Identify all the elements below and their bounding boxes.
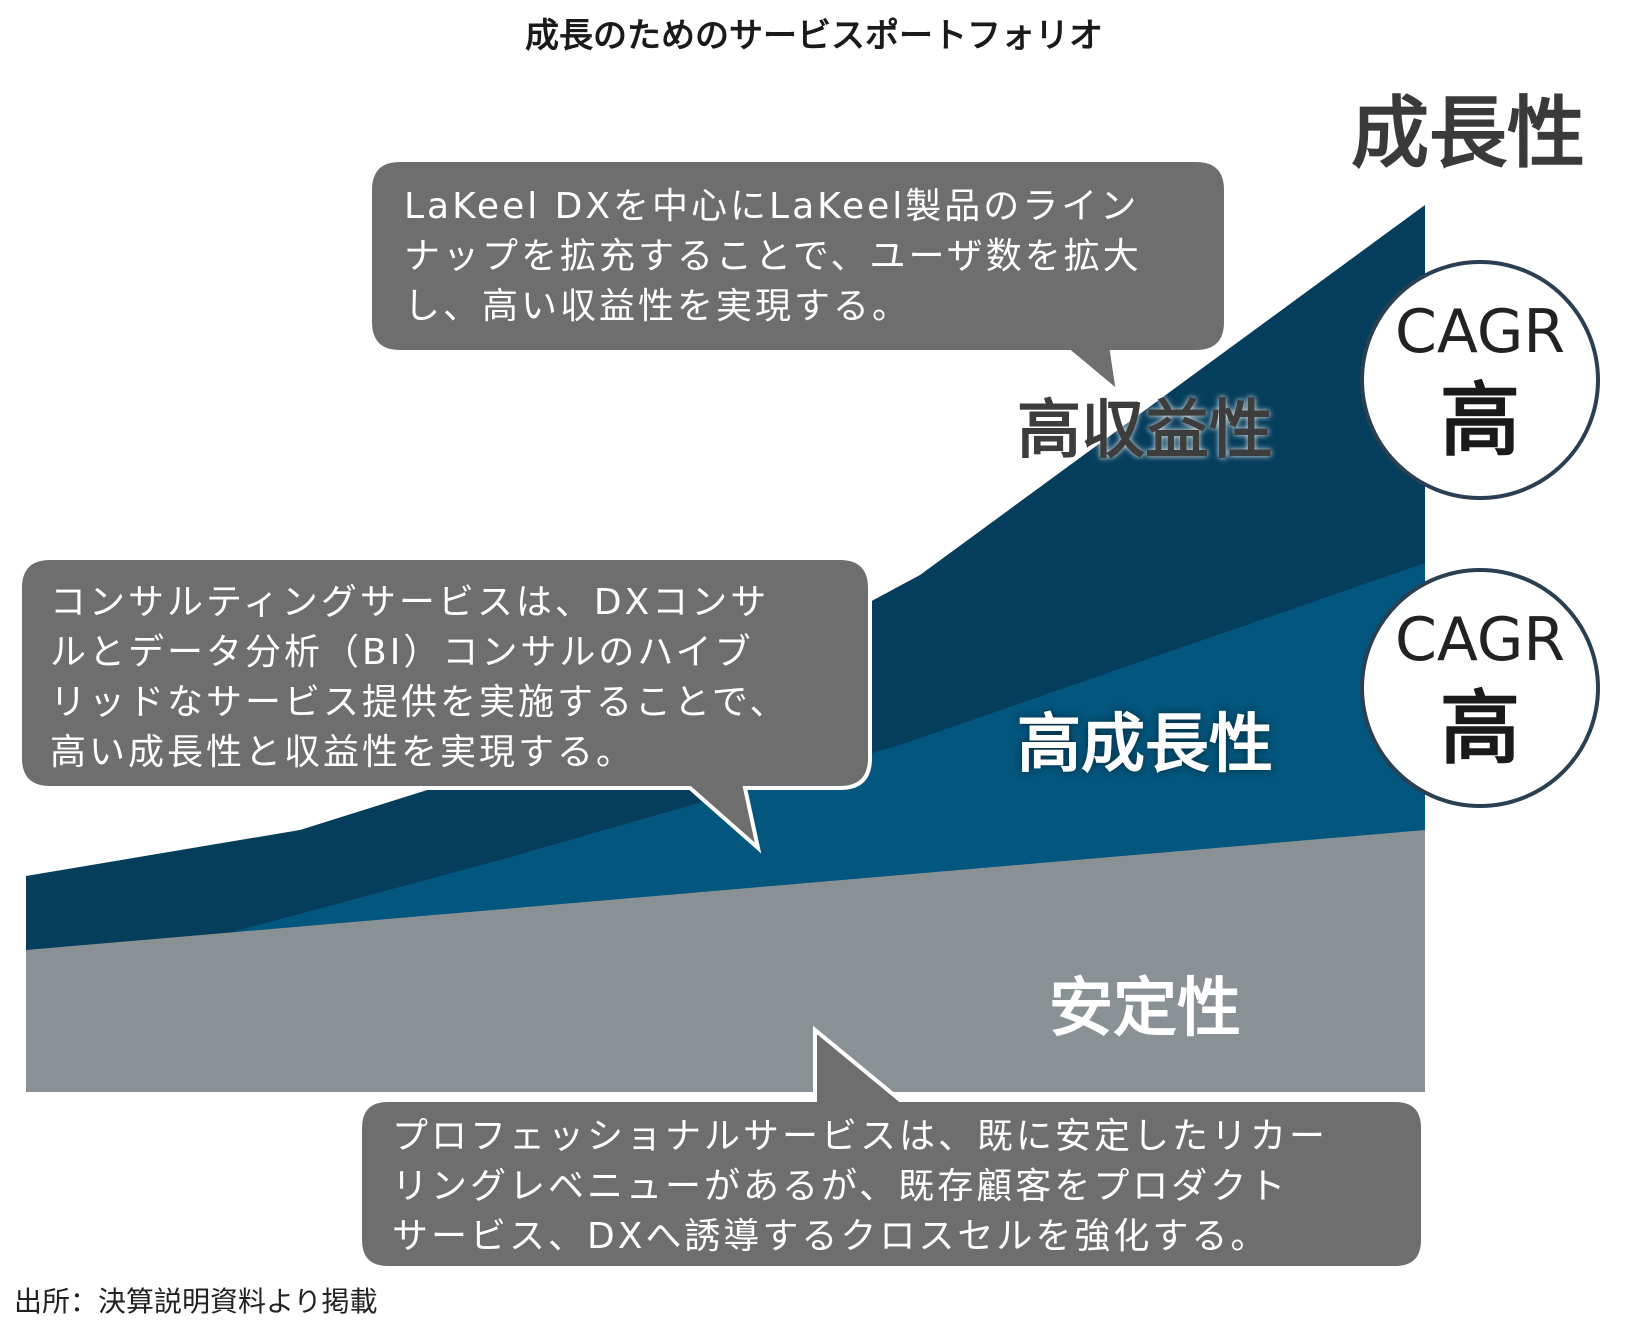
callout-consulting-line2: ルとデータ分析（BI）コンサルのハイブ (50, 632, 754, 673)
callout-lakeel-dx: LaKeel DXを中心にLaKeel製品のライン ナップを拡充することで、ユー… (368, 158, 1228, 397)
callout-professional: プロフェッショナルサービスは、既に安定したリカー リングレベニューがあるが、既存… (358, 1025, 1425, 1270)
callout-professional-line1: プロフェッショナルサービスは、既に安定したリカー (392, 1116, 1328, 1157)
callout-consulting: コンサルティングサービスは、DXコンサ ルとデータ分析（BI）コンサルのハイブ … (18, 556, 872, 854)
callout-consulting-line3: リッドなサービス提供を実施することで、 (50, 682, 788, 723)
diagram-title: 成長のためのサービスポートフォリオ (525, 16, 1103, 56)
callout-consulting-line4: 高い成長性と収益性を実現する。 (50, 732, 635, 773)
callout-consulting-line1: コンサルティングサービスは、DXコンサ (50, 582, 769, 623)
growth-axis-label: 成長性 (1351, 89, 1585, 179)
high-profit-label: 高収益性 (1017, 394, 1273, 468)
cagr-badge-growth: CAGR 高 (1360, 568, 1600, 808)
callout-professional-line2: リングレベニューがあるが、既存顧客をプロダクト (392, 1166, 1288, 1207)
cagr-badge-profit: CAGR 高 (1360, 260, 1600, 500)
cagr-badge-profit-line1: CAGR (1395, 297, 1565, 367)
stability-area (26, 830, 1425, 1092)
callout-professional-line3: サービス、DXへ誘導するクロスセルを強化する。 (392, 1216, 1269, 1257)
callout-lakeel-dx-line2: ナップを拡充することで、ユーザ数を拡大 (404, 236, 1142, 277)
source-note: 出所：決算説明資料より掲載 (14, 1285, 378, 1318)
callout-lakeel-dx-line1: LaKeel DXを中心にLaKeel製品のライン (404, 186, 1139, 227)
cagr-badge-growth-line2: 高 (1440, 682, 1520, 775)
cagr-badge-profit-line2: 高 (1440, 374, 1520, 467)
callout-lakeel-dx-line3: し、高い収益性を実現する。 (404, 286, 911, 327)
cagr-badge-growth-line1: CAGR (1395, 605, 1565, 675)
stability-label: 安定性 (1049, 972, 1241, 1046)
high-growth-label: 高成長性 (1017, 708, 1273, 782)
